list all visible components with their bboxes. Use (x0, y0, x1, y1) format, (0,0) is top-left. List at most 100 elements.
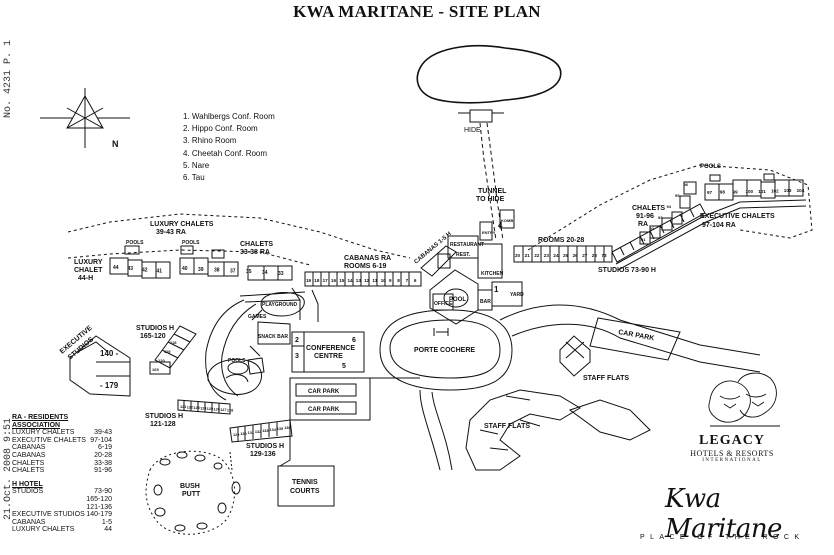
legend-item: 1. Wahlbergs Conf. Room (183, 112, 275, 121)
luxury-chalet-label-3: 44-H (78, 275, 93, 282)
marker-5: 5 (342, 363, 346, 370)
tunnel-label-2: TO HIDE (476, 196, 505, 203)
unit-number: 40 (182, 266, 188, 272)
unit-number: 38 (214, 268, 220, 274)
porte-cochere-road (389, 319, 501, 379)
compass-label: N (112, 139, 119, 149)
porte-cochere-label: PORTE COCHERE (414, 347, 475, 354)
chalets-91-range: 91-96 (636, 213, 654, 220)
bush-putt-course (145, 450, 236, 535)
unit-number: 92 (650, 226, 655, 231)
unit-number: 35 (246, 269, 252, 275)
cabanas-ra-label: CABANAS RA (344, 255, 391, 262)
hotel-row: 121-136 (86, 503, 112, 511)
unit-number: 23 (544, 253, 550, 258)
marker-3: 3 (295, 353, 299, 360)
studios-121-range: 121-128 (150, 421, 176, 428)
unit-number: 132 (255, 430, 261, 434)
studios-73-label: STUDIOS 73-90 H (598, 267, 656, 274)
restaurant-label: RESTAURANT (450, 242, 484, 248)
unit-number: 95 (675, 193, 680, 198)
unit-number: 39 (198, 267, 204, 273)
car-park-1-label: CAR PARK (308, 389, 340, 395)
unit-number: 19 (306, 278, 312, 283)
unit-number: 94 (667, 204, 672, 209)
tunnel-label: TUNNEL (478, 188, 507, 195)
tennis-courts (277, 465, 335, 507)
legend-item: 4. Cheetah Conf. Room (183, 148, 268, 158)
hotel-row: 165-120 (86, 495, 112, 503)
studios-h-range: 165-120 (140, 333, 166, 340)
unit-number: 13 (356, 278, 362, 283)
conference-label: CONFERENCE (306, 345, 355, 352)
bush-putt-label: BUSH (180, 483, 200, 490)
unit-number: 102 (771, 189, 779, 194)
hide-label: HIDE (464, 127, 481, 134)
unit-number: 133 (262, 429, 268, 433)
chalets-33-label: CHALETS (240, 241, 273, 248)
unit-number: 99 (733, 189, 739, 194)
unit-number: 130 (240, 432, 246, 436)
luxury-chalet-label-2: CHALET (74, 267, 103, 274)
unit-number: 8 (397, 278, 400, 283)
studios-block-left (154, 325, 197, 369)
kombi-label: KOMBI (501, 218, 514, 223)
unit-number: 125 (207, 407, 213, 411)
exec-chalets-range: 97-104 RA (702, 222, 736, 229)
exec-chalets-label: EXECUTIVE CHALETS (700, 213, 775, 220)
unit-number: 93 (658, 215, 663, 220)
studios-129-label: STUDIOS H (246, 443, 284, 450)
unit-number: 131 (248, 431, 254, 435)
unit-number: 134 (270, 428, 277, 432)
unit-number: 135 (277, 427, 283, 431)
unit-number: 14 (348, 278, 354, 283)
unit-number: 16 (331, 278, 337, 283)
unit-number: 103 (784, 188, 792, 193)
legend-item: 6. Tau (183, 173, 205, 183)
unit-number: 96 (684, 182, 689, 187)
unit-number: 21 (525, 253, 531, 258)
marker-6: 6 (352, 337, 356, 344)
unit-number: 34 (262, 270, 268, 276)
unit-number: 104 (797, 188, 805, 193)
unit-number: 124 (200, 407, 207, 411)
hotel-heading: H HOTEL (12, 480, 43, 488)
rooms-row (513, 245, 613, 263)
marker-2: 2 (295, 337, 299, 344)
tennis-label-2: COURTS (290, 488, 320, 495)
unit-number: 18 (314, 278, 320, 283)
unit-number: 17 (323, 278, 329, 283)
unit-number: 122 (187, 406, 193, 410)
unit-number: 7 (406, 278, 409, 283)
page-title: KWA MARITANE - SITE PLAN (293, 2, 541, 21)
staff-flats-bottom (465, 389, 581, 471)
legend-item: 3. Rhino Room (183, 136, 237, 146)
snack-bar-label: SNACK BAR (258, 334, 288, 340)
unit-number: 121 (180, 405, 186, 409)
conference-room-legend: 1. Wahlbergs Conf. Room 2. Hippo Conf. R… (183, 111, 275, 184)
unit-number: 9 (389, 278, 392, 283)
unit-number: 22 (534, 253, 540, 258)
studios-129-range: 129-136 (250, 451, 276, 458)
staff-flats-1-label: STAFF FLATS (583, 375, 629, 382)
rest-label: REST. (456, 252, 471, 258)
brand-name: LEGACY (699, 433, 765, 448)
cabanas-ra-range: ROOMS 6-19 (344, 263, 387, 270)
studios-h-label: STUDIOS H (136, 325, 174, 332)
marker-4: 4 (498, 221, 503, 230)
unit-number: 119 (164, 349, 171, 354)
car-park-2-label: CAR PARK (308, 407, 340, 413)
legend-item: 2. Hippo Conf. Room (183, 124, 258, 134)
cabanas-h-label: CABANAS 1-5 H (413, 231, 452, 265)
unit-number: 12 (364, 278, 370, 283)
exec-studios-179: - 179 (100, 381, 119, 390)
unit-number: 42 (142, 267, 148, 273)
brand-sub: HOTELS & RESORTS (690, 449, 774, 458)
unit-number: 118 (170, 340, 177, 345)
tagline: PLACE OF THE ROCK (640, 534, 805, 541)
accommodation-key: RA - RESIDENTS ASSOCIATION LUXURY CHALET… (12, 414, 112, 534)
cabanas-row (304, 271, 422, 287)
